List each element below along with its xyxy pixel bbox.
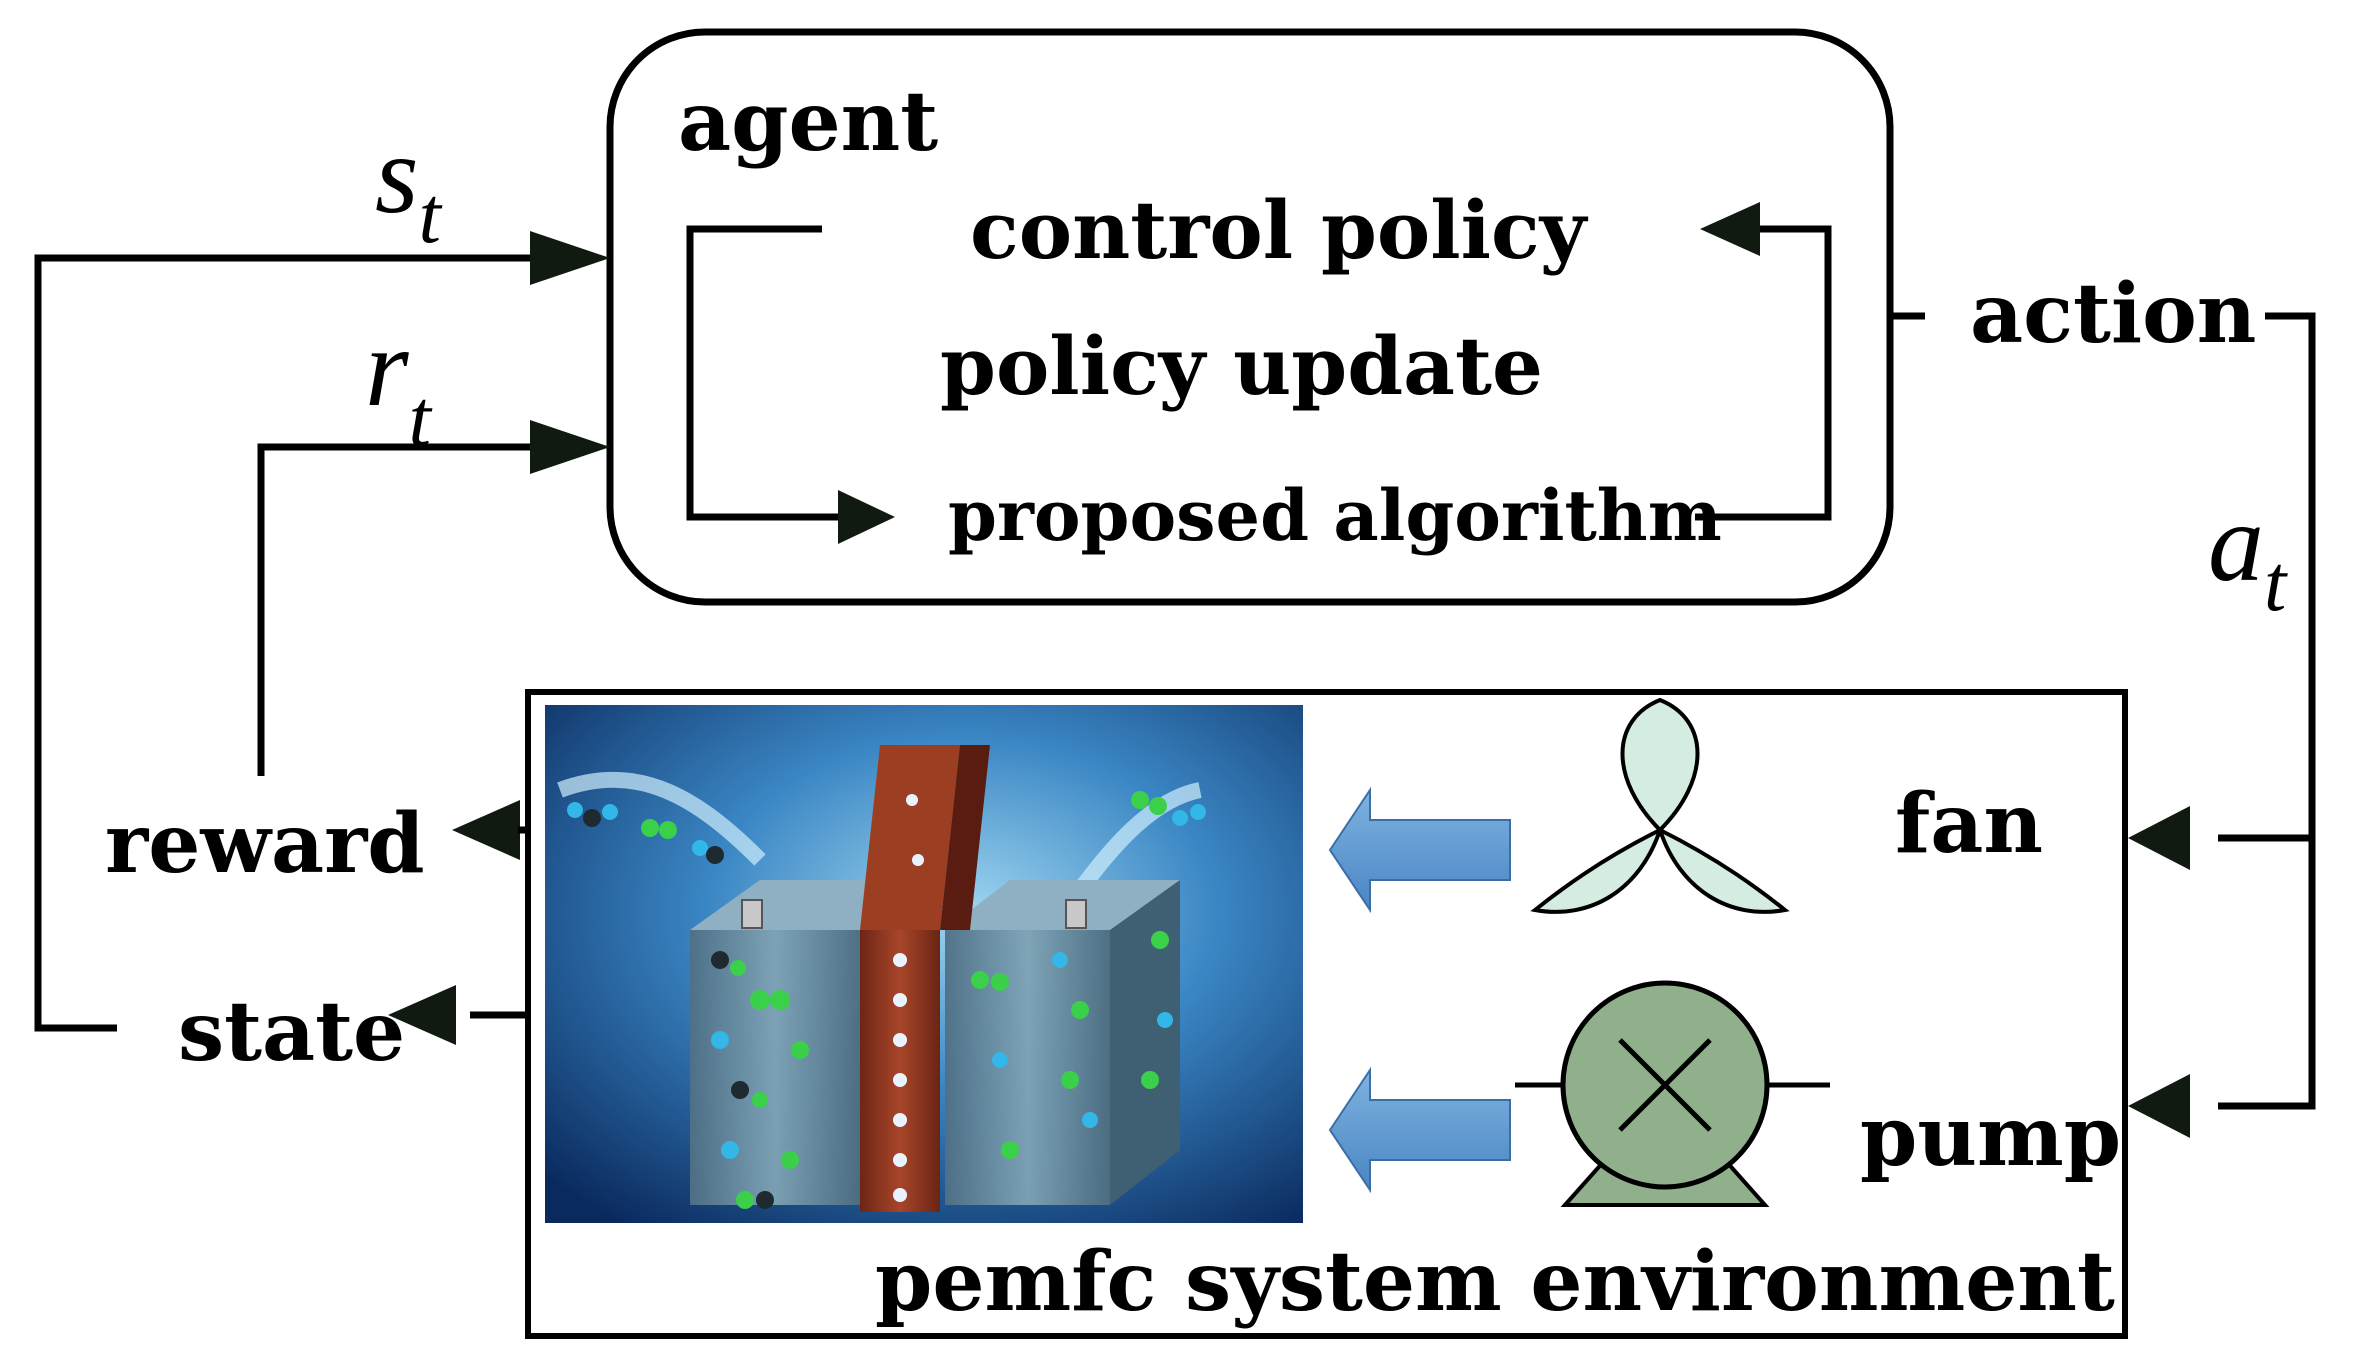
proposed-algorithm-label: proposed algorithm xyxy=(948,474,1722,557)
arrow-env-to-reward xyxy=(452,800,520,860)
state-label: state xyxy=(178,984,405,1080)
molecules xyxy=(567,791,1206,1209)
control-policy-label: control policy xyxy=(970,183,1589,277)
reward-subscript: t xyxy=(409,375,433,463)
action-symbol: at xyxy=(2208,481,2288,628)
fan-to-cell-arrow xyxy=(1328,786,1511,914)
policy-update-label: policy update xyxy=(940,319,1543,413)
reward-label: reward xyxy=(105,796,425,892)
action-label: action xyxy=(1970,266,2256,362)
arrow-to-control-policy xyxy=(1700,202,1760,256)
arrow-env-to-state xyxy=(388,985,456,1045)
pump-label: pump xyxy=(1860,1089,2121,1185)
reward-feedback-line xyxy=(257,443,540,776)
arrow-action-to-pump xyxy=(2128,1074,2190,1138)
pump-to-cell-arrow xyxy=(1328,1066,1511,1194)
action-path-line xyxy=(2218,312,2316,1110)
state-feedback-line xyxy=(34,254,540,1032)
arrow-state-into-agent xyxy=(530,231,610,285)
environment-title: pemfc system environment xyxy=(875,1234,2115,1330)
state-subscript: t xyxy=(419,172,443,260)
fan-icon xyxy=(1530,697,1790,914)
arrow-reward-into-agent xyxy=(530,420,610,474)
pump-icon xyxy=(1515,980,1830,1207)
fuel-cell-image xyxy=(545,705,1303,1223)
internal-right-loop xyxy=(1695,225,1832,521)
agent-title: agent xyxy=(678,74,938,170)
fan-label: fan xyxy=(1895,776,2043,872)
internal-left-loop xyxy=(686,225,840,521)
arrow-to-proposed-algorithm xyxy=(838,490,895,544)
action-subscript: t xyxy=(2264,540,2288,628)
state-symbol: st xyxy=(375,113,443,260)
arrow-action-to-fan xyxy=(2128,806,2190,870)
reward-symbol: rt xyxy=(365,306,433,463)
